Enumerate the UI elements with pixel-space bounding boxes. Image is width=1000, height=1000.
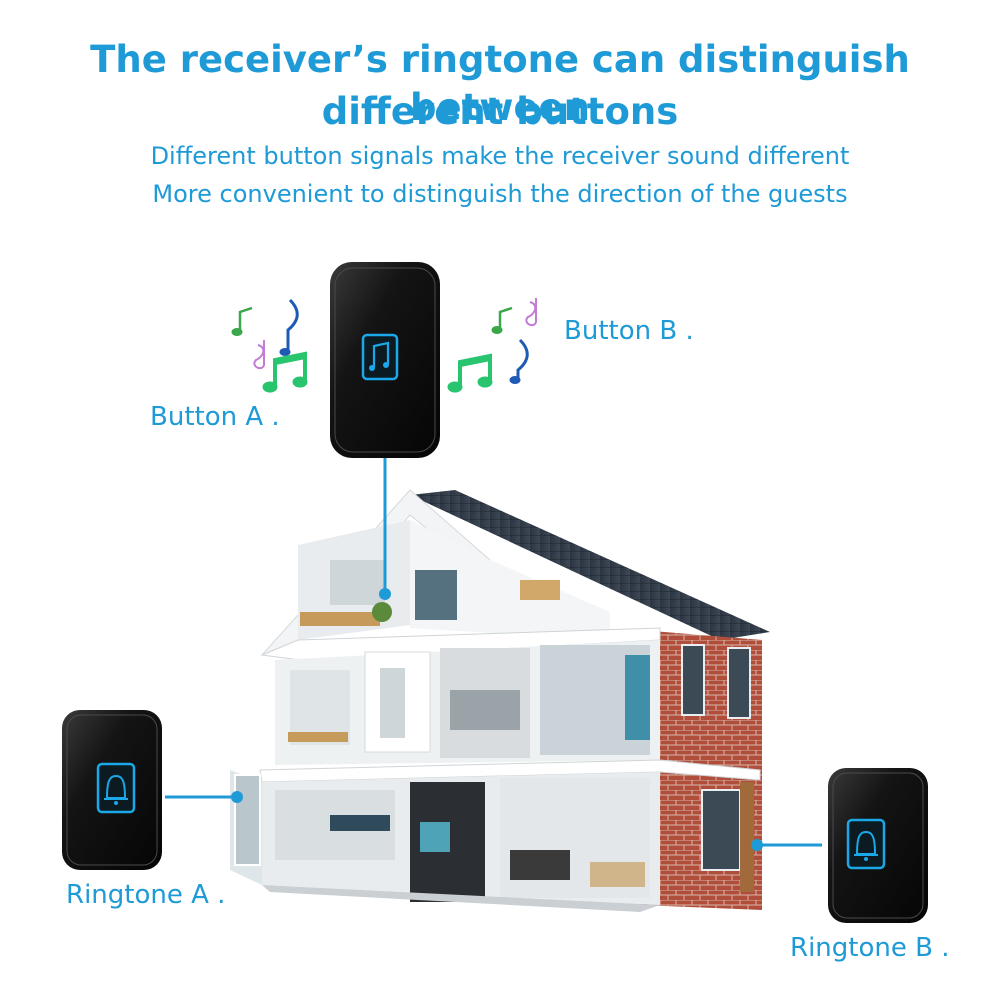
attic-plant [372,602,392,622]
attic-room-right [410,520,610,640]
label-ringtone-b: Ringtone B . [790,933,950,963]
line-end-dot [751,839,763,851]
transmitter-device [330,262,440,458]
attic-window [415,570,457,620]
house-front-door [740,782,754,892]
label-ringtone-a: Ringtone A . [66,880,226,910]
signal-lines [165,458,822,847]
music-note-icon [361,333,399,381]
receiver-device-b [828,768,928,923]
house-illustration [230,489,770,912]
line-end-dot [379,588,391,600]
music-notes-left [231,298,308,393]
music-notes-right [447,298,537,393]
subheading-line-2: More convenient to distinguish the direc… [152,180,848,208]
label-button-a: Button A . [150,402,280,432]
bell-icon [96,762,136,814]
label-button-b: Button B . [564,316,694,346]
house-roof [410,490,770,640]
headline-line-2: different buttons [321,90,679,133]
receiver-device-a [62,710,162,870]
subheading-line-1: Different button signals make the receiv… [150,142,850,170]
bell-icon [846,818,886,870]
headline-line-1: The receiver’s ringtone can distinguish … [90,38,910,129]
line-end-dot [231,791,243,803]
